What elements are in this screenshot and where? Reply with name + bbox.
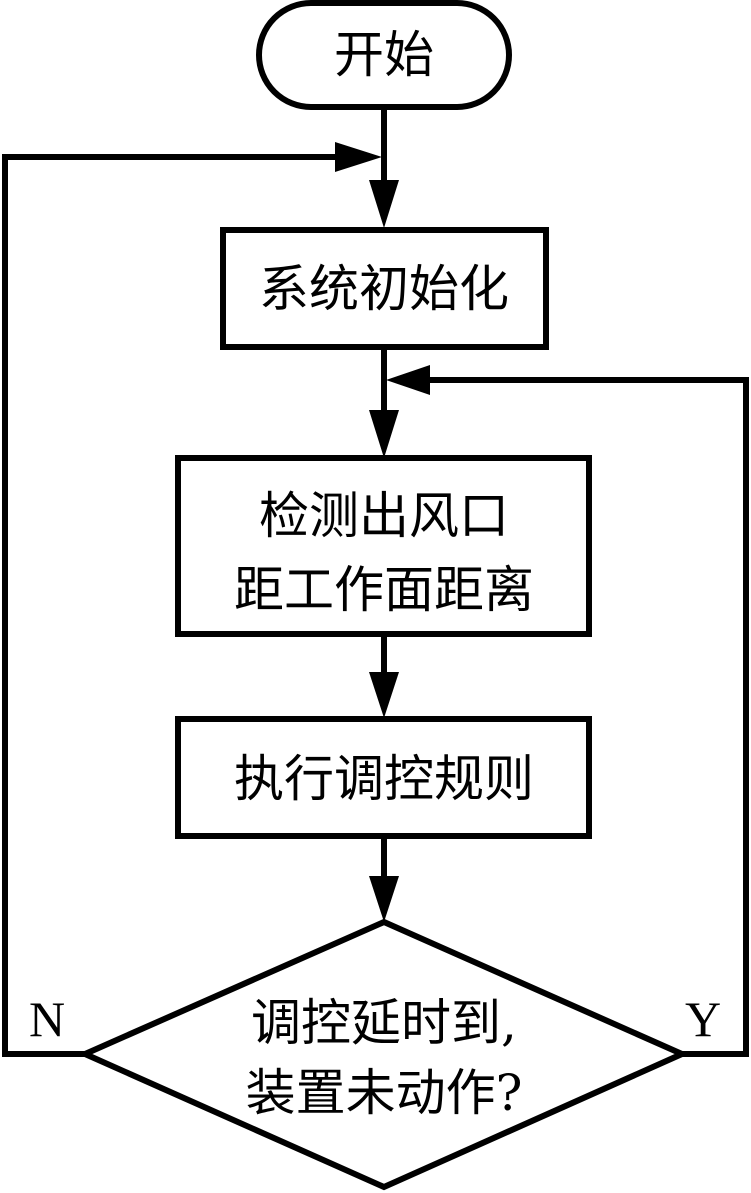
arrow-right-icon	[335, 142, 382, 172]
detect-label-line-2: 距工作面距离	[234, 561, 534, 619]
execute-node: 执行调控规则	[175, 716, 592, 839]
detect-node: 检测出风口 距工作面距离	[175, 455, 592, 637]
decision-diamond	[77, 918, 690, 1191]
arrow-down-icon	[369, 672, 399, 718]
edge-execute-to-decision	[369, 833, 399, 922]
arrow-left-icon	[386, 365, 430, 395]
start-label: 开始	[334, 26, 434, 84]
decision-label-line-2: 装置未动作?	[246, 1064, 523, 1122]
edge-decision-no-to-init	[2, 142, 382, 1057]
edge-start-to-init	[369, 104, 399, 228]
arrow-down-icon	[369, 180, 399, 228]
detect-label-line-1: 检测出风口	[259, 487, 509, 545]
branch-label-yes: Y	[685, 991, 721, 1047]
loop-yes-line	[417, 377, 749, 1057]
edge-detect-to-execute	[369, 631, 399, 718]
arrow-down-icon	[369, 876, 399, 922]
edge-decision-yes-to-detect	[386, 365, 749, 1057]
decision-node: 调控延时到, 装置未动作?	[77, 918, 690, 1191]
branch-label-no: N	[29, 991, 65, 1047]
decision-label-line-1: 调控延时到,	[251, 994, 517, 1052]
arrow-down-icon	[369, 410, 399, 458]
init-label: 系统初始化	[259, 260, 509, 318]
execute-label: 执行调控规则	[234, 750, 534, 808]
init-node: 系统初始化	[220, 227, 549, 350]
edge-init-to-detect	[369, 344, 399, 458]
start-node: 开始	[256, 0, 512, 110]
loop-no-line	[2, 154, 348, 1057]
